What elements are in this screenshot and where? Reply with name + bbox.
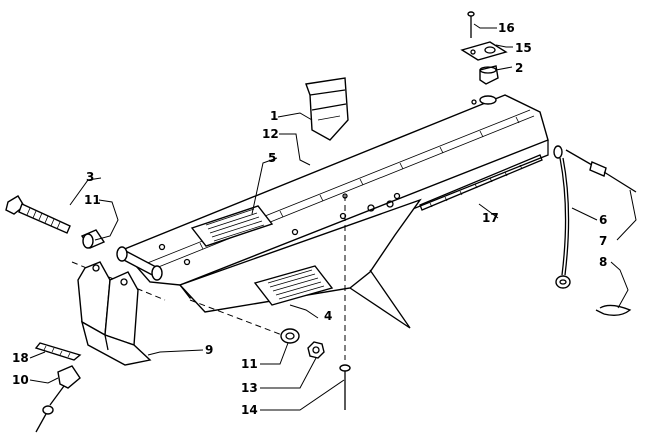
callout-11-bottom: 11 bbox=[241, 357, 258, 371]
decal-top bbox=[190, 205, 274, 247]
callout-13: 12 bbox=[262, 127, 279, 141]
screw-17 bbox=[467, 11, 475, 38]
callout-3: 3 bbox=[86, 170, 94, 184]
callout-1: 1 bbox=[270, 109, 278, 123]
clip-13 bbox=[305, 77, 349, 141]
plate-15 bbox=[34, 342, 82, 361]
callout-12: 13 bbox=[241, 381, 258, 395]
callout-7: 7 bbox=[599, 234, 607, 248]
callout-8: 8 bbox=[599, 255, 607, 269]
bracket-9 bbox=[77, 261, 152, 366]
pin-7 bbox=[565, 149, 637, 193]
plate-16 bbox=[460, 41, 508, 61]
latch-10 bbox=[35, 365, 81, 433]
callout-18: 17 bbox=[482, 211, 499, 225]
decal-bottom bbox=[253, 265, 334, 306]
callout-4: 4 bbox=[324, 309, 332, 323]
rivet-14 bbox=[339, 364, 351, 410]
callout-9: 9 bbox=[205, 343, 213, 357]
bushing-11-bottom bbox=[280, 328, 300, 344]
callout-15: 18 bbox=[12, 351, 29, 365]
nut-12 bbox=[307, 341, 325, 359]
leader-lines bbox=[29, 23, 637, 411]
cable-6 bbox=[553, 145, 571, 289]
callout-2: 2 bbox=[515, 61, 523, 75]
grip-strip bbox=[419, 154, 543, 211]
bushing-11-left bbox=[80, 229, 106, 249]
hinged-plate bbox=[120, 94, 549, 329]
bolt-3 bbox=[5, 195, 71, 234]
callout-17: 16 bbox=[498, 21, 515, 35]
callout-11-left: 11 bbox=[84, 193, 101, 207]
callout-6: 6 bbox=[599, 213, 607, 227]
callout-16: 15 bbox=[515, 41, 532, 55]
callout-labels: 16 15 2 12 1 5 3 11 17 6 7 8 4 9 11 13 1… bbox=[12, 21, 607, 417]
hinge-tube bbox=[116, 246, 163, 281]
callout-10: 10 bbox=[12, 373, 29, 387]
callout-14: 14 bbox=[241, 403, 258, 417]
grommet-2 bbox=[479, 65, 499, 85]
callout-5: 5 bbox=[268, 151, 276, 165]
hair-pin-clip-8 bbox=[595, 304, 632, 316]
